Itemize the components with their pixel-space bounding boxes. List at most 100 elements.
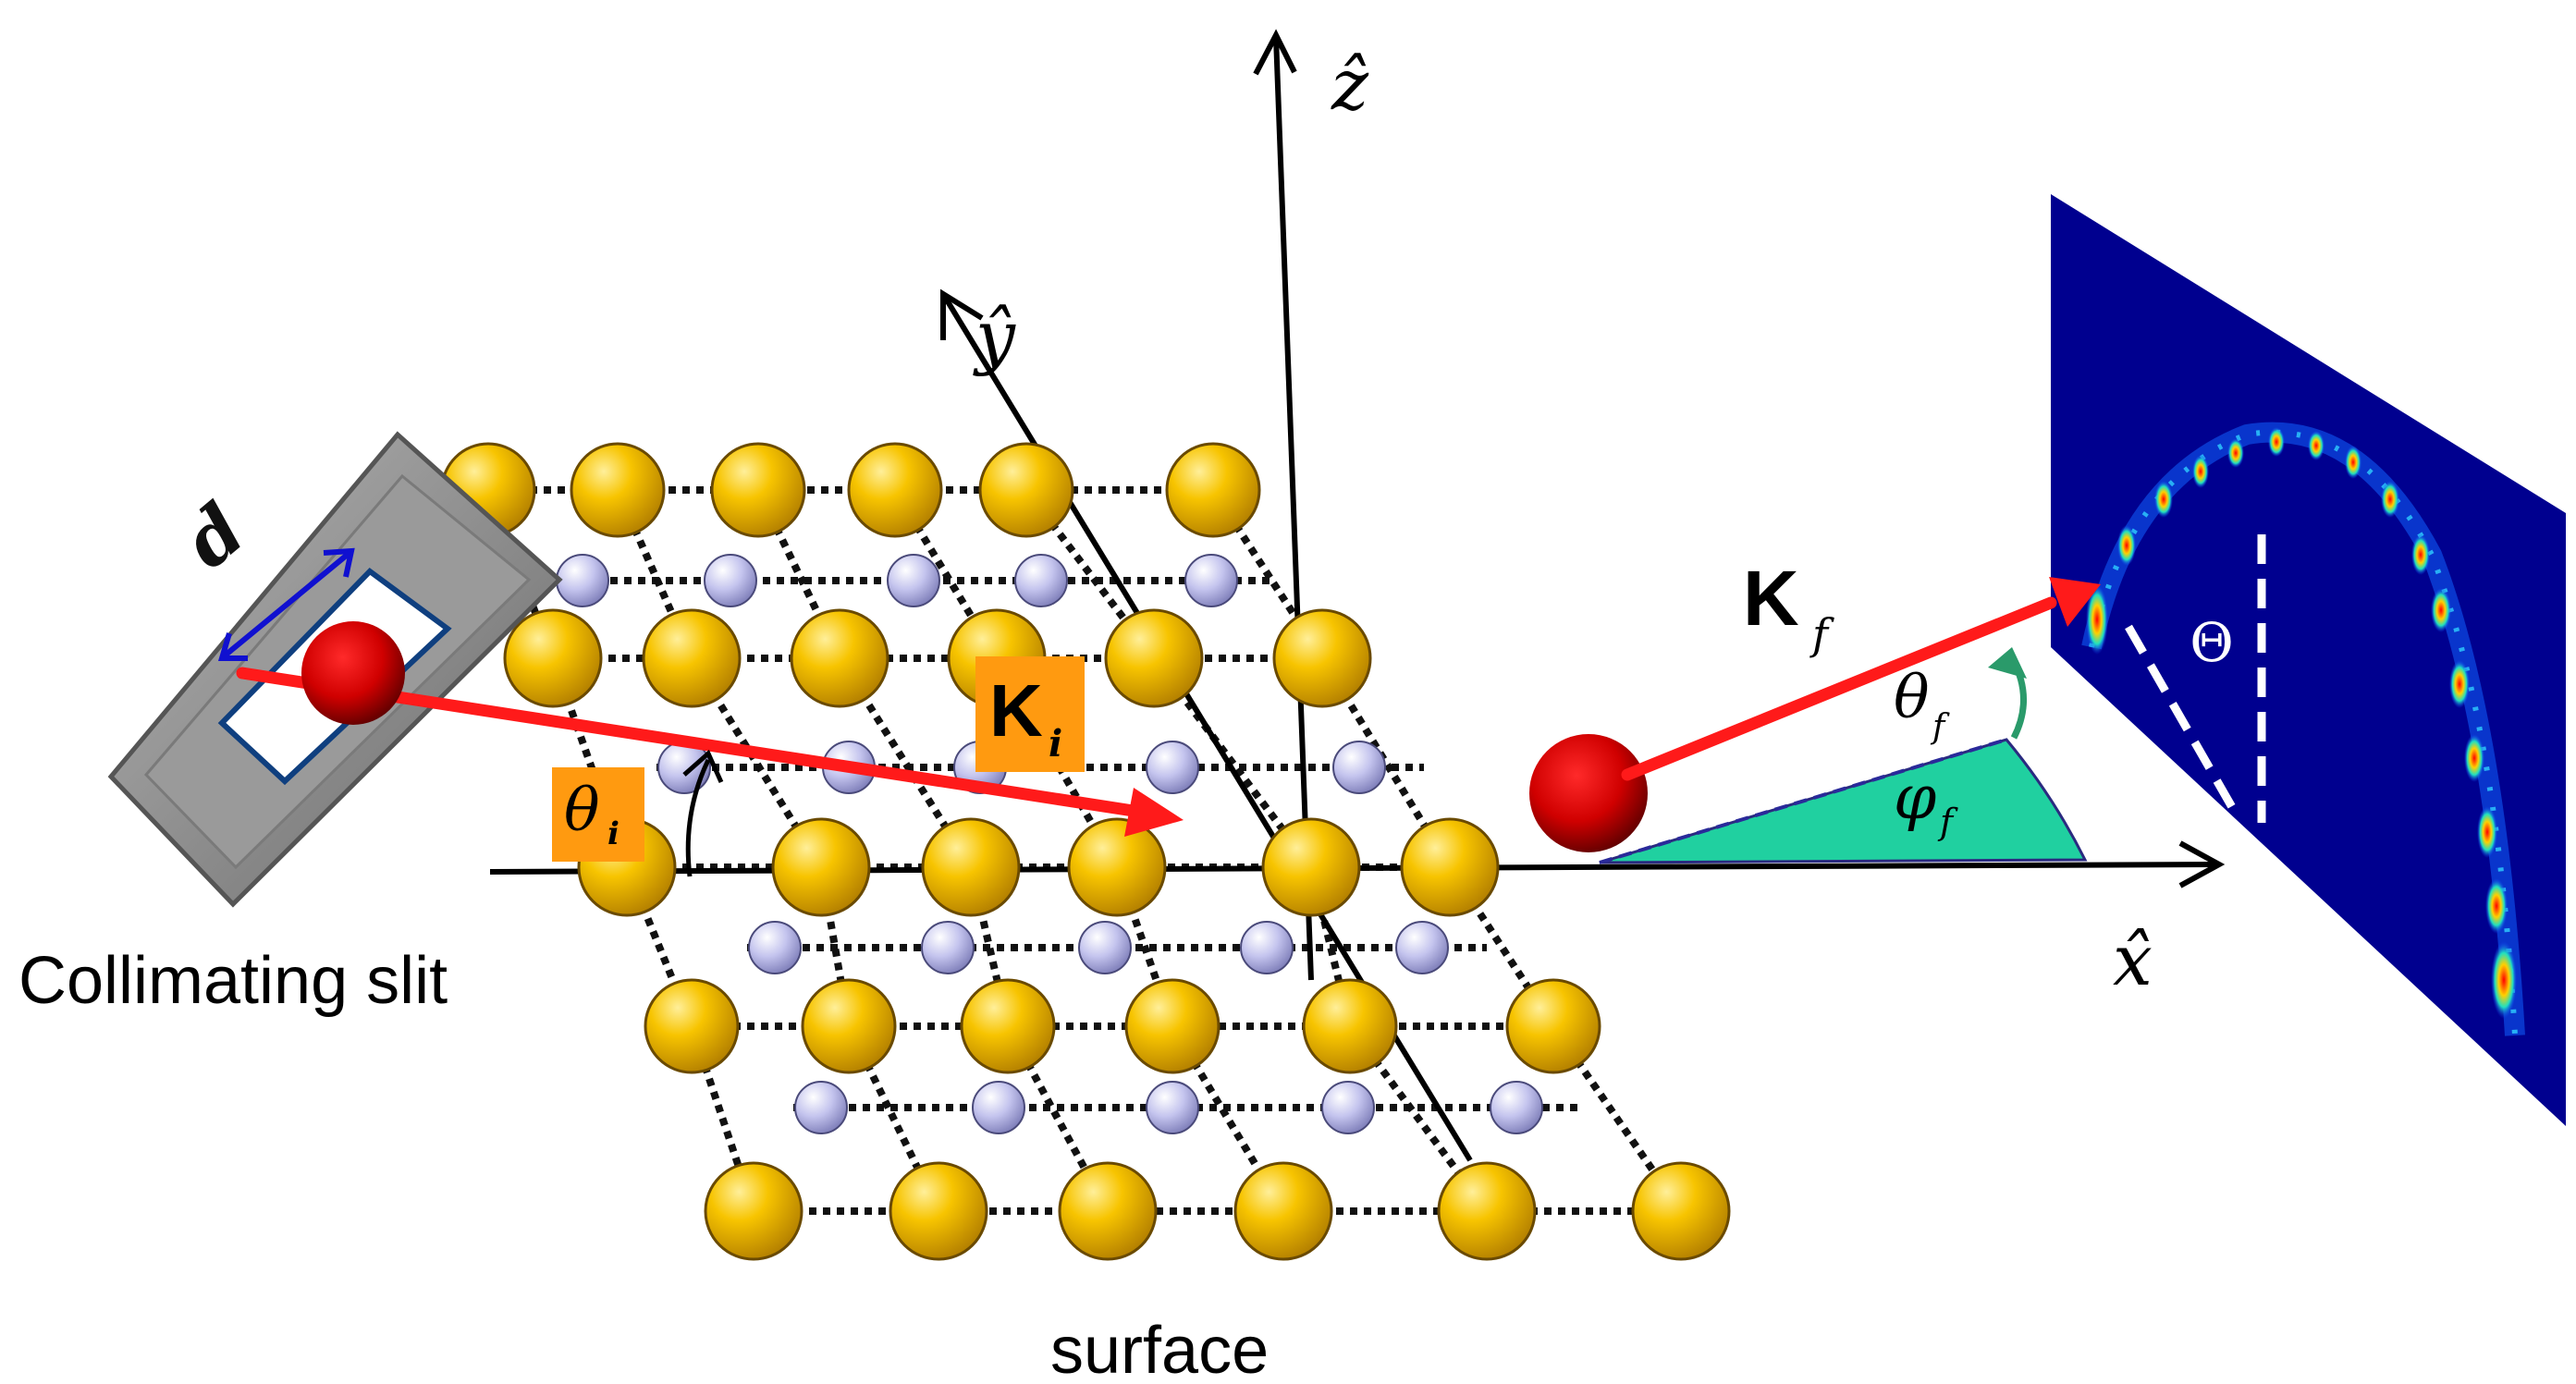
detector-plane [2051, 194, 2566, 1126]
small-atom [556, 554, 609, 607]
small-atom [921, 921, 975, 974]
surface-atom [1261, 817, 1361, 917]
diffraction-spot [2381, 481, 2399, 518]
small-atom [1078, 921, 1132, 974]
small-atom [1490, 1081, 1543, 1134]
small-atom [1184, 554, 1238, 607]
surface-atom [1104, 608, 1204, 708]
scattered-beam [1621, 596, 2057, 781]
diffraction-spot [2485, 878, 2508, 934]
diffraction-spot [2227, 438, 2244, 468]
diffraction-spot [2345, 446, 2361, 479]
surface-atom [1233, 1161, 1333, 1261]
surface-atom [570, 442, 666, 538]
surface-atom [1165, 442, 1261, 538]
surface-atom [771, 817, 871, 917]
surface-atom [1058, 1161, 1158, 1261]
diffraction-spot [2308, 431, 2325, 460]
phi-sector [1599, 738, 2088, 864]
small-atom [1146, 1081, 1199, 1134]
surface-atom [1400, 817, 1500, 917]
incident-beam-arrowhead [1124, 788, 1184, 837]
diffraction-spot [2411, 534, 2430, 575]
phi-sector-dashed-edge [1599, 738, 2007, 864]
surface-atom [1631, 1161, 1731, 1261]
theta-initial-subscript: i [607, 815, 619, 852]
k-final-label: K [1743, 555, 1799, 642]
y-axis-arrowhead [940, 288, 984, 340]
z-axis-label: ẑ [1331, 43, 1369, 126]
small-atom [794, 1081, 848, 1134]
surface-atom [960, 978, 1056, 1074]
diffraction-spot [2192, 455, 2209, 488]
x-axis-label: x̂ [2113, 919, 2153, 1001]
gold-atoms [440, 442, 1731, 1261]
diffraction-spot [2477, 806, 2497, 858]
surface-atom [642, 608, 742, 708]
small-atom [972, 1081, 1025, 1134]
theta-f-arrowhead [1988, 647, 2027, 679]
theta-left-dash [2125, 624, 2239, 816]
k-initial-label: K [989, 669, 1043, 752]
deflection-angle-label: Θ [2190, 611, 2234, 674]
k-final-subscript: f [1809, 609, 1834, 659]
surface-atom [1124, 978, 1221, 1074]
y-axis-label: ŷ [973, 295, 1016, 377]
x-axis-arrowhead [2178, 840, 2226, 888]
diffraction-spot [2464, 734, 2484, 782]
small-atom [887, 554, 940, 607]
slit-width-label: d [168, 488, 261, 585]
surface-atom [1302, 978, 1398, 1074]
scattered-projectile [1529, 734, 1648, 852]
z-axis-arrowhead [1253, 29, 1297, 76]
diffraction-spot [2154, 481, 2173, 518]
scattered-beam-arrowhead [2049, 577, 2101, 627]
surface-atom [1505, 978, 1601, 1074]
surface-atom [704, 1161, 803, 1261]
theta-initial-label: θ [564, 777, 600, 845]
diffraction-spots [2086, 427, 2517, 1019]
diffraction-spot [2449, 660, 2470, 708]
theta-final-label: θ [1894, 664, 1930, 732]
surface-atom [503, 608, 603, 708]
diffraction-spot [2431, 588, 2451, 632]
surface-atom [921, 817, 1021, 917]
slit-width-arrowhead-a [217, 632, 248, 661]
diffraction-spot [2086, 584, 2108, 655]
k-initial-subscript: i [1049, 722, 1062, 765]
surface-atom [710, 442, 806, 538]
surface-caption: surface [1050, 1314, 1269, 1384]
small-atom [704, 554, 757, 607]
theta-final-subscript: f [1930, 708, 1950, 746]
small-atom [1146, 741, 1199, 794]
detector-screen: Θ [2051, 194, 2566, 1126]
phi-final-label: φ [1894, 762, 1936, 833]
theta-initial-box [552, 767, 644, 862]
surface-atom [1437, 1161, 1537, 1261]
surface-atom [790, 608, 889, 708]
diffraction-spot [2117, 525, 2136, 566]
small-atom [1240, 921, 1294, 974]
collimating-slit-caption: Collimating slit [18, 944, 448, 1018]
theta-i-arc [685, 758, 711, 877]
surface-atom [1272, 608, 1372, 708]
small-atom [1014, 554, 1068, 607]
incident-projectile [301, 621, 405, 725]
slit-width-arrowhead-b [323, 547, 355, 578]
slit-width-arrow [222, 550, 351, 659]
k-initial-box [975, 656, 1085, 772]
diffraction-spot [2268, 427, 2285, 457]
small-atom [1395, 921, 1449, 974]
small-atom [748, 921, 802, 974]
surface-atom [978, 442, 1074, 538]
surface-atom [801, 978, 897, 1074]
surface-atom [847, 442, 943, 538]
lattice-bond [1346, 1023, 1490, 1214]
surface-atom [1067, 817, 1167, 917]
small-atom [1321, 1081, 1375, 1134]
surface-atom [889, 1161, 988, 1261]
diffraction-spot [2491, 941, 2517, 1019]
theta-i-arrowhead [682, 749, 724, 784]
small-atom [1332, 741, 1386, 794]
